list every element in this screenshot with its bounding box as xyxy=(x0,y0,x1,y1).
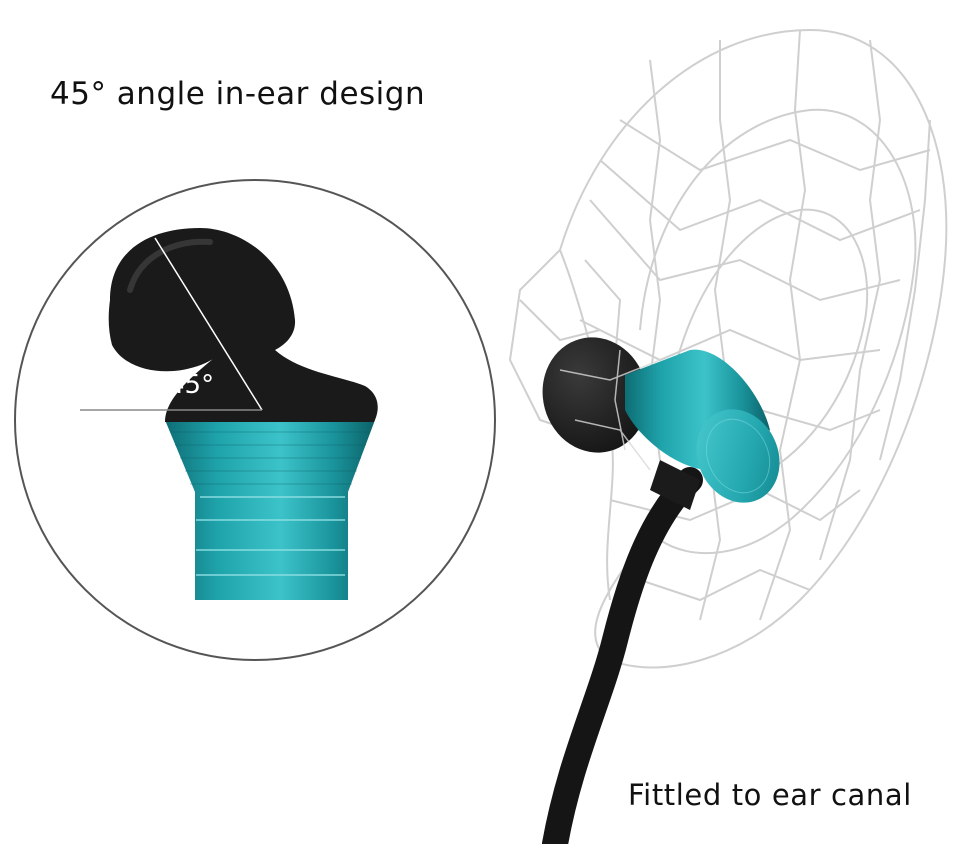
headline: 45° angle in-ear design xyxy=(50,76,426,112)
caption: Fittled to ear canal xyxy=(628,778,912,812)
earphone-in-ear xyxy=(542,337,780,844)
zoomed-earbud xyxy=(108,228,378,600)
angle-guide xyxy=(154,237,263,411)
angle-label: 45° xyxy=(168,370,214,400)
